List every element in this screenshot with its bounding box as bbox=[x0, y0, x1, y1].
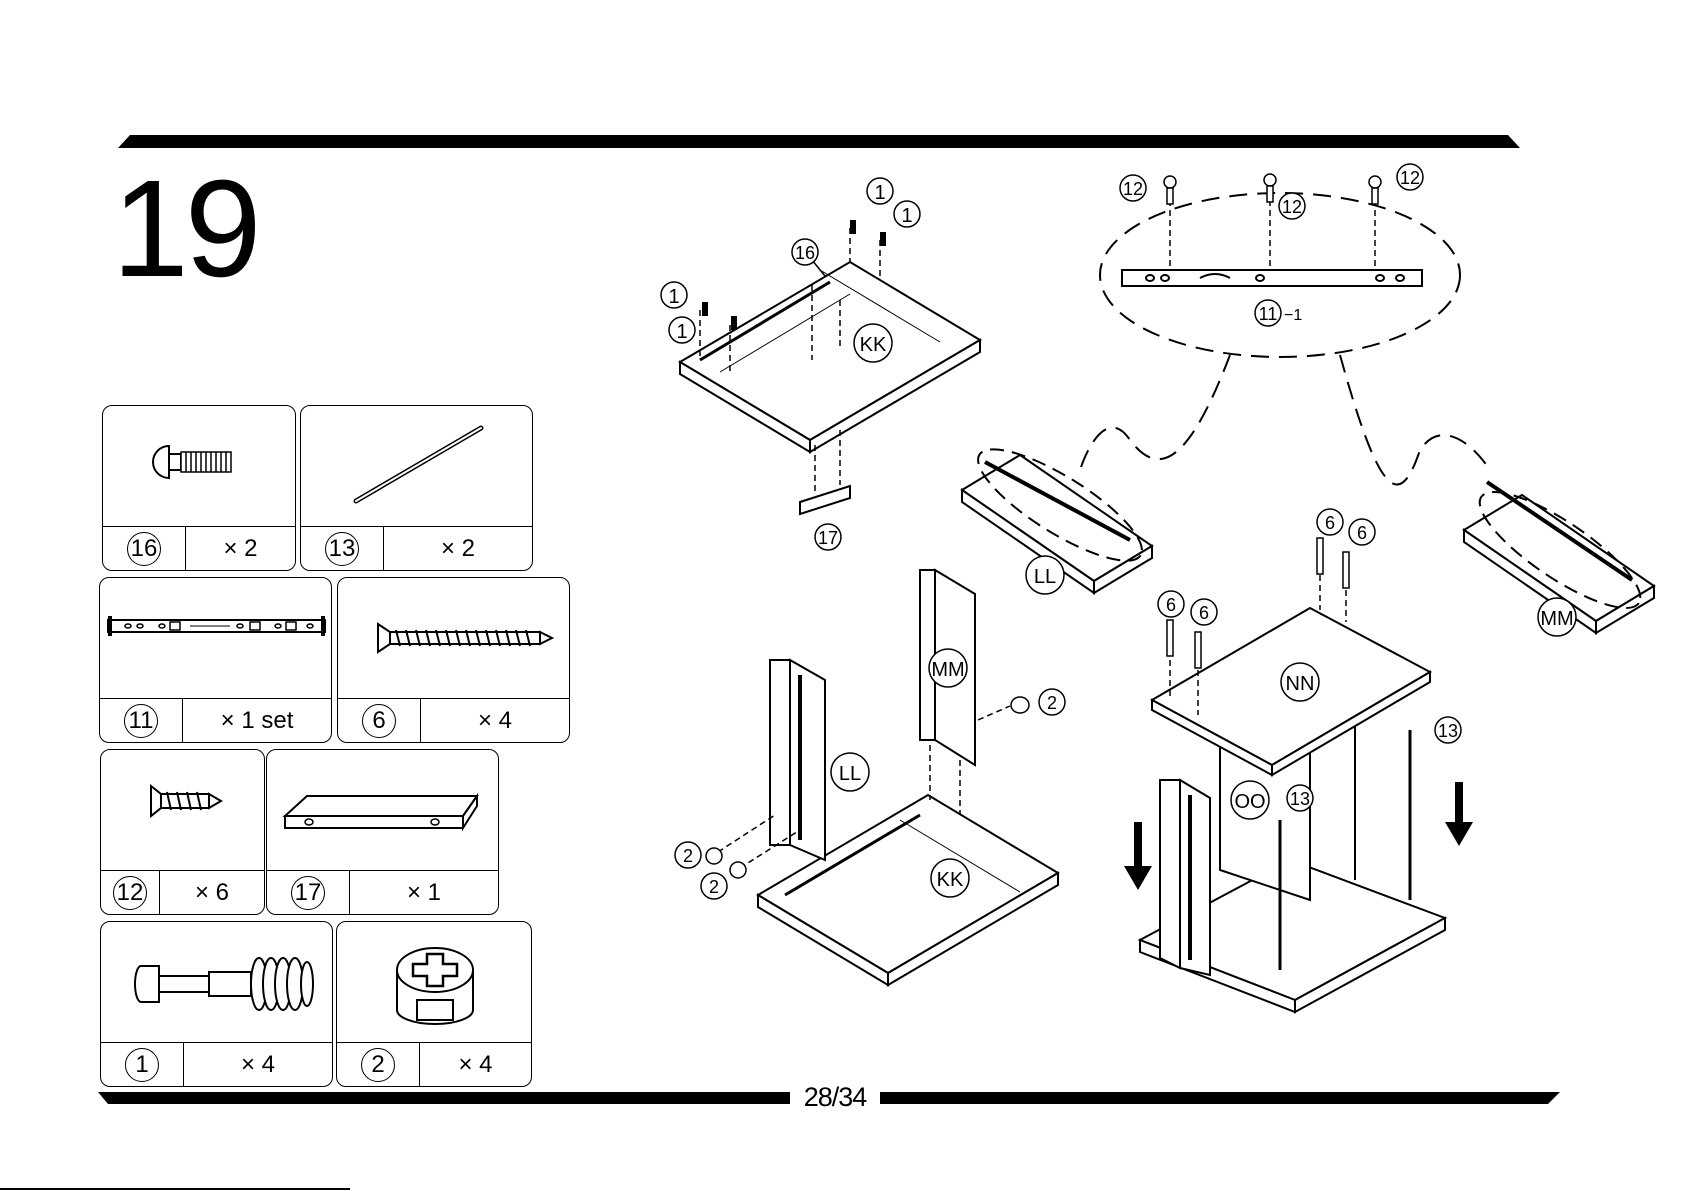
label-16: 16 bbox=[792, 239, 818, 265]
svg-text:6: 6 bbox=[1325, 513, 1335, 533]
label-oo: OO bbox=[1231, 781, 1269, 819]
label-13b: 13 bbox=[1435, 717, 1461, 743]
label-1a: 1 bbox=[867, 178, 893, 204]
svg-text:13: 13 bbox=[1290, 789, 1310, 809]
label-6d: 6 bbox=[1349, 519, 1375, 545]
svg-text:2: 2 bbox=[683, 846, 693, 866]
label-nn: NN bbox=[1281, 663, 1319, 701]
svg-text:2: 2 bbox=[1047, 693, 1057, 713]
label-6a: 6 bbox=[1158, 591, 1184, 617]
svg-text:1: 1 bbox=[668, 286, 679, 308]
label-6c: 6 bbox=[1317, 509, 1343, 535]
label-1c: 1 bbox=[661, 282, 687, 308]
svg-text:6: 6 bbox=[1199, 603, 1209, 623]
svg-text:11: 11 bbox=[1259, 304, 1278, 324]
label-17: 17 bbox=[815, 524, 841, 550]
label-1d: 1 bbox=[669, 317, 695, 343]
svg-text:12: 12 bbox=[1282, 197, 1302, 217]
svg-text:KK: KK bbox=[937, 869, 964, 891]
panel-ll-upright bbox=[770, 660, 825, 860]
svg-text:2: 2 bbox=[709, 877, 719, 897]
label-kk-top: KK bbox=[854, 324, 892, 362]
label-12a: 12 bbox=[1120, 175, 1146, 201]
svg-text:12: 12 bbox=[1400, 168, 1420, 188]
label-mm-mid: MM bbox=[929, 649, 967, 687]
slide-detail bbox=[1122, 270, 1422, 286]
label-1b: 1 bbox=[894, 201, 920, 227]
svg-text:LL: LL bbox=[839, 763, 861, 785]
svg-text:1: 1 bbox=[676, 321, 687, 343]
label-mm-right: MM bbox=[1538, 598, 1576, 636]
label-2a: 2 bbox=[1039, 689, 1065, 715]
svg-text:13: 13 bbox=[1438, 721, 1458, 741]
svg-text:−1: −1 bbox=[1284, 307, 1302, 324]
svg-text:6: 6 bbox=[1166, 595, 1176, 615]
svg-text:16: 16 bbox=[795, 243, 815, 263]
svg-text:LL: LL bbox=[1034, 566, 1056, 588]
label-12c: 12 bbox=[1397, 164, 1423, 190]
svg-text:1: 1 bbox=[901, 205, 912, 227]
svg-text:1: 1 bbox=[874, 182, 885, 204]
svg-text:MM: MM bbox=[931, 659, 964, 681]
svg-text:12: 12 bbox=[1123, 179, 1143, 199]
label-12b: 12 bbox=[1279, 193, 1305, 219]
label-kk-bottom: KK bbox=[931, 859, 969, 897]
svg-text:KK: KK bbox=[860, 334, 887, 356]
part-17-bracket bbox=[800, 486, 850, 514]
svg-text:OO: OO bbox=[1234, 791, 1265, 813]
label-ll-top: LL bbox=[1026, 556, 1064, 594]
svg-text:MM: MM bbox=[1540, 608, 1573, 630]
label-2c: 2 bbox=[701, 873, 727, 899]
label-13a: 13 bbox=[1287, 785, 1313, 811]
svg-text:17: 17 bbox=[818, 528, 838, 548]
svg-text:6: 6 bbox=[1357, 523, 1367, 543]
svg-text:NN: NN bbox=[1286, 673, 1315, 695]
label-2b: 2 bbox=[675, 842, 701, 868]
label-6b: 6 bbox=[1191, 599, 1217, 625]
panel-kk-top bbox=[680, 262, 980, 452]
label-ll-mid: LL bbox=[831, 753, 869, 791]
label-11-1: 11 −1 bbox=[1255, 300, 1302, 326]
